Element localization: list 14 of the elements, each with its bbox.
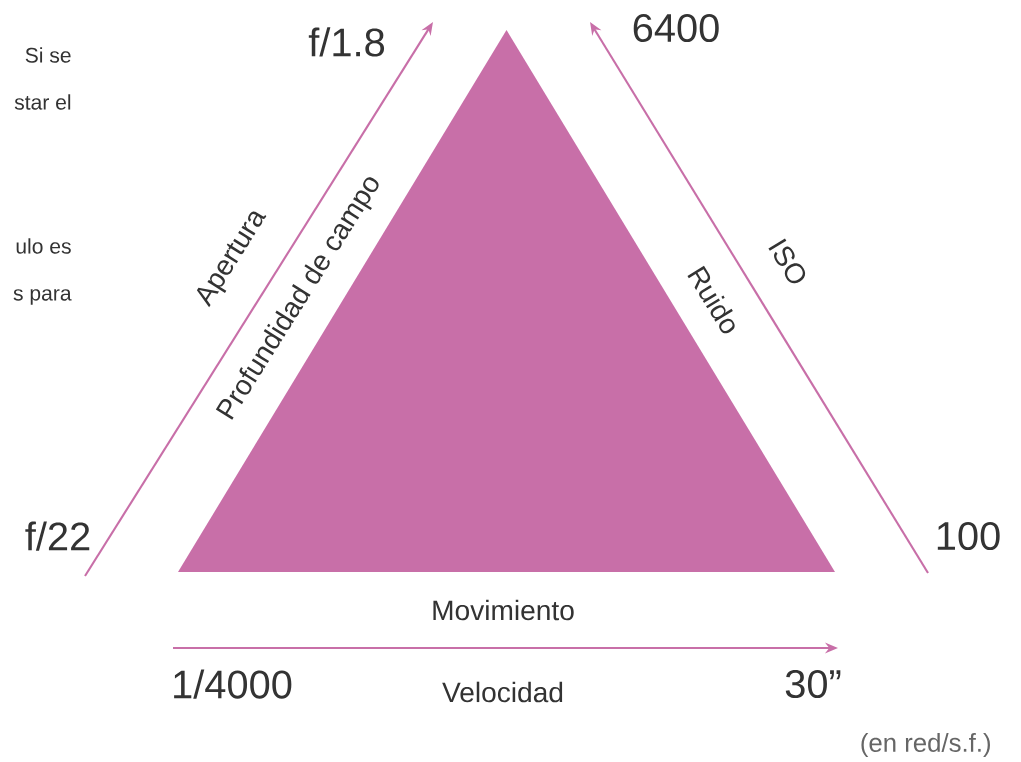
scale-value: f/22 [25, 521, 90, 551]
body-text: star el [14, 94, 71, 110]
body-text: ulo es [16, 238, 71, 254]
scale-value: f/1.8 [308, 27, 385, 57]
source-note: (en red/s.f.) [861, 733, 990, 757]
side-label: Movimiento [433, 599, 574, 621]
scale-value: 100 [937, 521, 1000, 551]
body-text: Si se [25, 47, 71, 63]
body-text: s para [13, 289, 72, 305]
scale-value: 6400 [633, 13, 719, 43]
scale-value: 1/4000 [174, 669, 292, 699]
axis-label: Velocidad [442, 681, 563, 703]
scale-value: 30” [785, 669, 841, 699]
axis-label: ISO [768, 238, 806, 284]
